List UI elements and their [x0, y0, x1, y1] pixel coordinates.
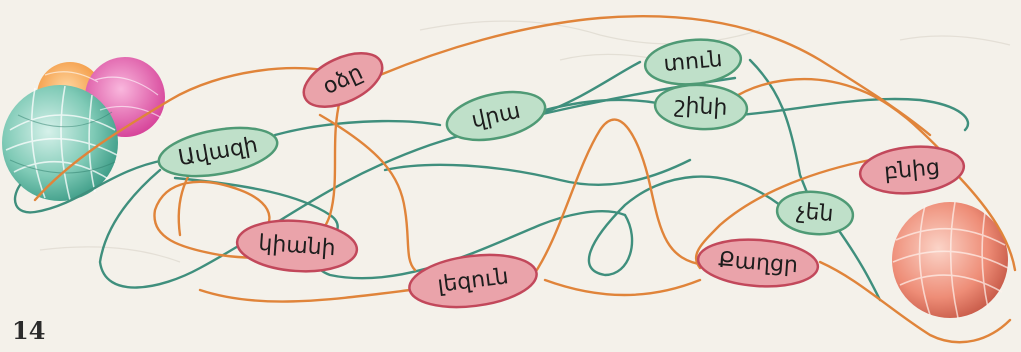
- word-label-bnits: բնից: [883, 155, 941, 185]
- word-oval-bnits[interactable]: բնից: [858, 143, 966, 198]
- word-label-kiani: կիանի: [258, 231, 337, 261]
- word-oval-tun[interactable]: տուն: [643, 36, 743, 88]
- word-oval-shini[interactable]: շինի: [653, 83, 749, 132]
- word-oval-kiani[interactable]: կիանի: [235, 217, 359, 275]
- word-oval-chen[interactable]: չեն: [775, 189, 855, 237]
- word-oval-lezun[interactable]: լեզուն: [406, 248, 539, 313]
- yarn-balls-left: [2, 57, 165, 201]
- page-number: 14: [12, 316, 46, 345]
- word-oval-vra[interactable]: վրա: [443, 84, 550, 148]
- word-label-kaghtsr: Քաղցր: [717, 248, 798, 279]
- green-yarn-ball-icon: [2, 85, 118, 201]
- word-oval-odz[interactable]: օձը: [296, 42, 391, 117]
- word-label-chen: չեն: [796, 199, 835, 227]
- word-oval-avagi[interactable]: Ավազի: [155, 120, 281, 184]
- word-oval-kaghtsr[interactable]: Քաղցր: [696, 236, 820, 290]
- word-label-shini: շինի: [674, 93, 728, 121]
- word-label-tun: տուն: [663, 47, 724, 77]
- red-yarn-ball-icon: [892, 201, 1009, 319]
- thread-lines: [13, 15, 1017, 344]
- orange-threads: [33, 15, 1017, 344]
